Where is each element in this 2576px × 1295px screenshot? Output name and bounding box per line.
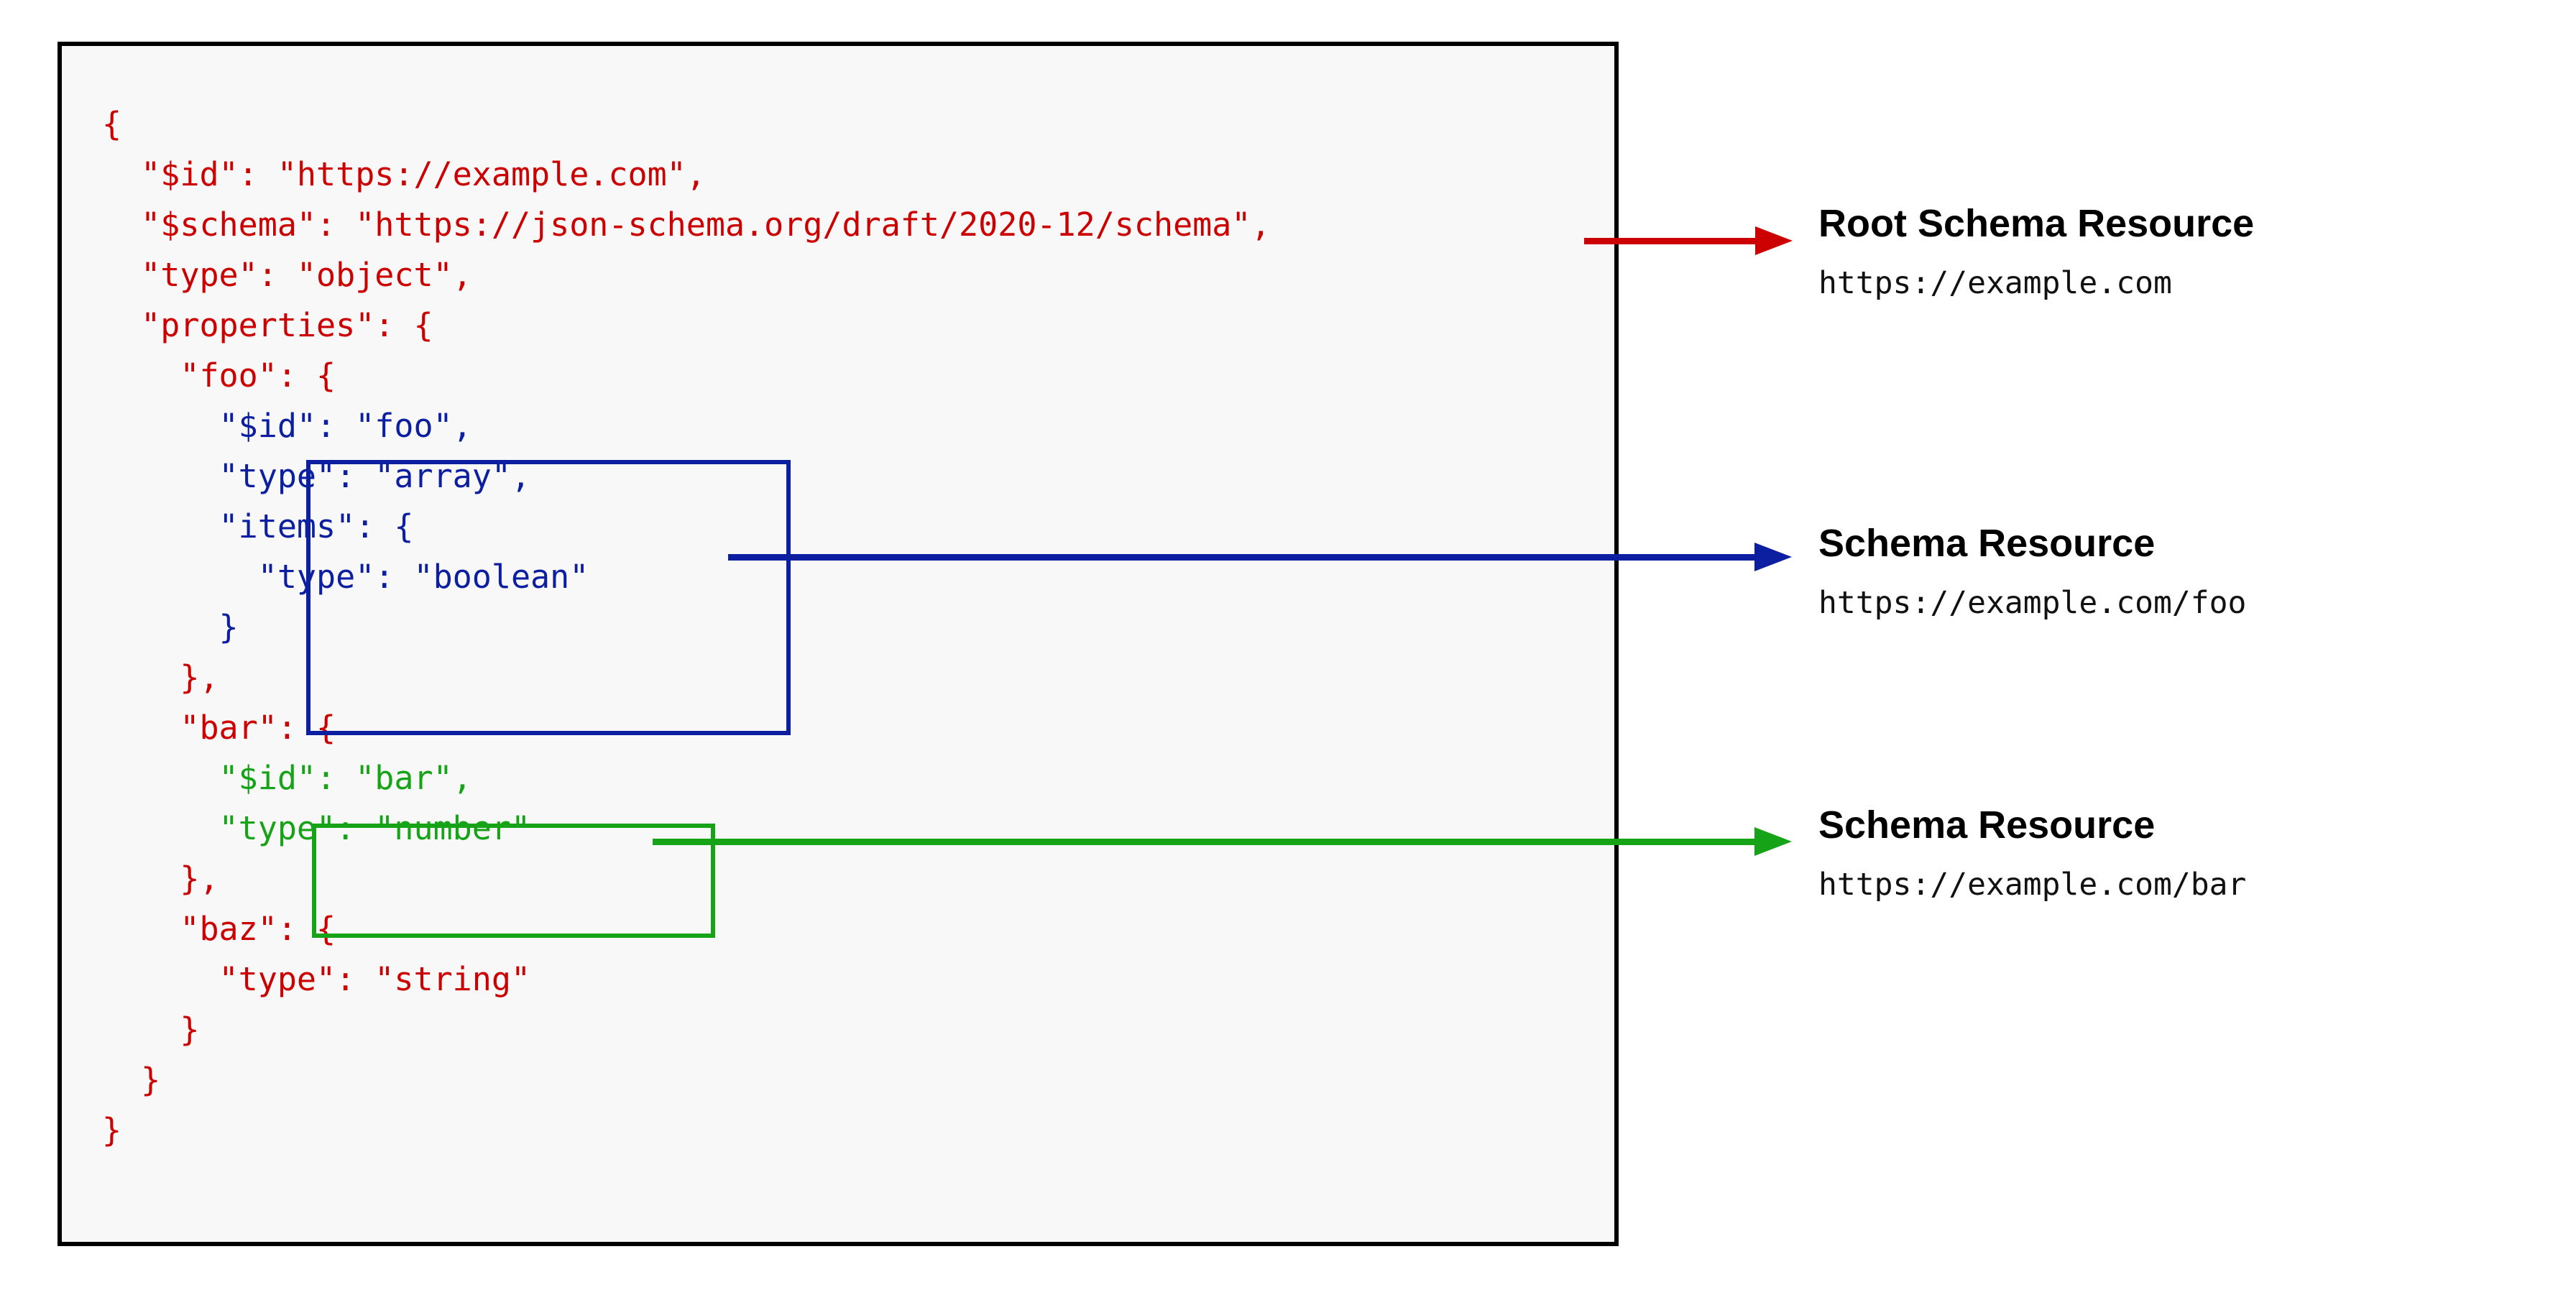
code-line: "baz": { bbox=[102, 910, 336, 948]
root-schema-resource-label: Root Schema Resource https://example.com bbox=[1818, 201, 2254, 302]
code-line: "type": "boolean" bbox=[102, 558, 589, 596]
code-line: } bbox=[102, 1061, 161, 1099]
json-schema-code-listing: { "$id": "https://example.com", "$schema… bbox=[102, 99, 1271, 1156]
label-uri: https://example.com/foo bbox=[1818, 585, 2247, 621]
code-line: "$id": "bar", bbox=[102, 759, 472, 797]
code-line: "$id": "foo", bbox=[102, 407, 472, 445]
code-line: "$id": "https://example.com", bbox=[102, 155, 706, 193]
code-line: "type": "object", bbox=[102, 256, 472, 294]
code-line: }, bbox=[102, 860, 219, 898]
code-line: } bbox=[102, 608, 239, 646]
code-line: "properties": { bbox=[102, 306, 433, 344]
code-panel: { "$id": "https://example.com", "$schema… bbox=[58, 42, 1619, 1246]
label-uri: https://example.com bbox=[1818, 265, 2172, 301]
label-title: Schema Resource bbox=[1818, 522, 2156, 565]
code-line: "type": "number" bbox=[102, 809, 531, 847]
code-line: } bbox=[102, 1111, 122, 1149]
label-title: Root Schema Resource bbox=[1818, 202, 2255, 245]
code-line: { bbox=[102, 105, 122, 143]
code-line: "bar": { bbox=[102, 709, 336, 747]
bar-schema-resource-label: Schema Resource https://example.com/bar bbox=[1818, 803, 2246, 903]
code-line: "$schema": "https://json-schema.org/draf… bbox=[102, 206, 1271, 244]
arrow-head-icon bbox=[1754, 543, 1792, 571]
label-title: Schema Resource bbox=[1818, 803, 2156, 847]
code-line: "type": "array", bbox=[102, 457, 531, 495]
code-line: "items": { bbox=[102, 507, 414, 545]
code-line: } bbox=[102, 1010, 200, 1049]
code-line: }, bbox=[102, 658, 219, 696]
code-line: "type": "string" bbox=[102, 960, 531, 998]
arrow-head-icon bbox=[1754, 827, 1792, 856]
arrow-head-icon bbox=[1755, 226, 1793, 255]
foo-schema-resource-label: Schema Resource https://example.com/foo bbox=[1818, 521, 2246, 622]
code-line: "foo": { bbox=[102, 356, 336, 395]
label-uri: https://example.com/bar bbox=[1818, 867, 2247, 903]
